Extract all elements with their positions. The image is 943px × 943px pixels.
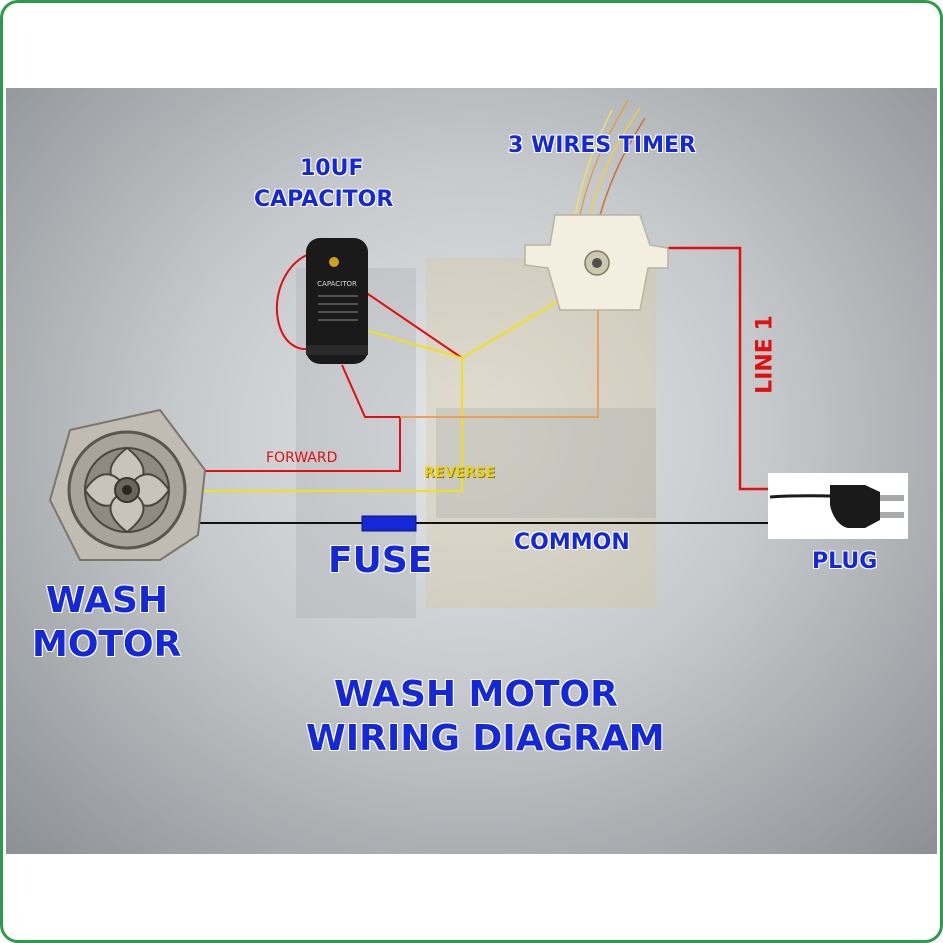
line1-wire-label: LINE 1 <box>752 315 778 394</box>
reverse-wire-label: REVERSE <box>424 465 496 481</box>
capacitor-component: CAPACITOR <box>306 238 368 364</box>
wash-motor <box>48 408 207 561</box>
reverse-wire <box>185 299 561 492</box>
capacitor-body-label: CAPACITOR <box>317 280 357 288</box>
watermark-block <box>436 408 656 518</box>
capacitor-reverse-wire <box>364 329 463 359</box>
plug-component <box>768 473 908 539</box>
capacitor-wire <box>364 291 463 359</box>
line1-wire <box>668 246 770 491</box>
fuse-component <box>361 515 417 532</box>
plug-label: PLUG <box>812 549 878 574</box>
forward-wire-label: FORWARD <box>266 450 338 466</box>
motor-label-line2: MOTOR <box>32 624 182 665</box>
diagram-title-line1: WASH MOTOR <box>334 674 618 715</box>
timer-label: 3 WIRES TIMER <box>508 133 696 158</box>
common-wire-label: COMMON <box>514 530 630 555</box>
diagram-title-line2: WIRING DIAGRAM <box>306 718 665 759</box>
motor-label-line1: WASH <box>46 580 169 621</box>
capacitor-value-label: 10UF <box>300 156 364 181</box>
timer-wire-bundle <box>574 99 646 216</box>
watermark-block <box>426 258 656 608</box>
timer-wire <box>400 305 599 418</box>
timer-unit <box>524 214 669 311</box>
capacitor-lead <box>275 251 319 350</box>
capacitor-label: CAPACITOR <box>254 187 394 212</box>
fuse-label: FUSE <box>328 540 433 581</box>
